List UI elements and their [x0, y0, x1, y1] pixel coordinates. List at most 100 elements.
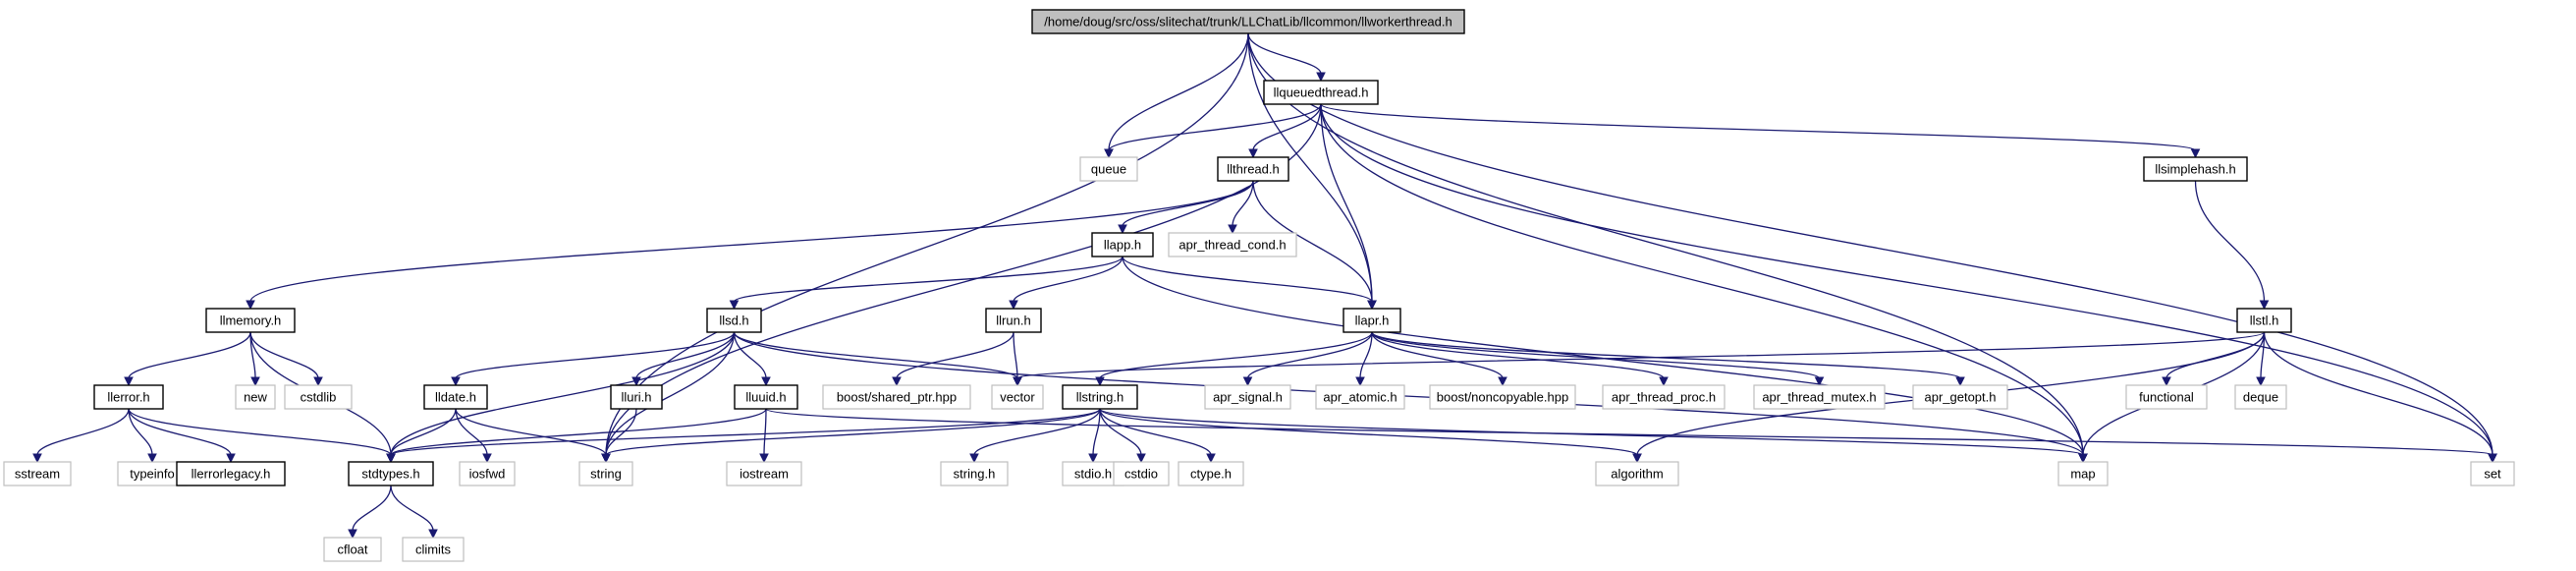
node-label: stdio.h	[1074, 467, 1112, 482]
edge-llrun-to-boost_shared_ptr	[892, 331, 1014, 387]
node-box	[706, 308, 762, 333]
node-box	[940, 461, 1009, 486]
node-box	[1315, 384, 1405, 410]
node-label: string	[590, 467, 622, 482]
node-box	[1343, 308, 1401, 333]
edge-llapr-to-apr_thread_mutex	[1371, 331, 1825, 387]
node-label: vector	[1000, 390, 1035, 405]
node-label: apr_thread_mutex.h	[1762, 390, 1876, 405]
node-box	[2234, 384, 2287, 410]
node-label: algorithm	[1611, 467, 1663, 482]
node-queue: queue	[1079, 156, 1138, 182]
node-llrun[interactable]: llrun.h	[985, 308, 1042, 333]
node-label: llapp.h	[1104, 238, 1141, 253]
edge-llqueuedthread-to-llapr	[1320, 103, 1377, 311]
edges-layer	[32, 32, 2497, 540]
node-apr_atomic: apr_atomic.h	[1315, 384, 1405, 410]
node-ctype_h: ctype.h	[1178, 461, 1244, 486]
node-box	[117, 461, 188, 486]
node-apr_signal: apr_signal.h	[1204, 384, 1291, 410]
node-llstring[interactable]: llstring.h	[1062, 384, 1138, 410]
node-box	[991, 384, 1044, 410]
edge-llthread-to-apr_thread_cond	[1228, 180, 1254, 235]
node-stdtypes[interactable]: stdtypes.h	[348, 461, 434, 486]
node-box	[205, 308, 296, 333]
edge-llsimplehash-to-llstl	[2194, 180, 2270, 311]
node-label: typeinfo	[130, 467, 175, 482]
node-box	[1204, 384, 1291, 410]
node-climits: climits	[402, 537, 465, 562]
edge-llstring-to-stdtypes	[386, 408, 1101, 464]
node-box	[578, 461, 633, 486]
node-box	[1091, 232, 1154, 257]
node-box	[1113, 461, 1170, 486]
node-label: apr_signal.h	[1213, 390, 1283, 405]
node-llstl[interactable]: llstl.h	[2236, 308, 2292, 333]
node-box	[610, 384, 663, 410]
node-llapr[interactable]: llapr.h	[1343, 308, 1401, 333]
node-box	[1263, 80, 1379, 105]
node-label: sstream	[15, 467, 60, 482]
edge-llapp-to-llsd	[729, 256, 1124, 311]
edge-llapr-to-apr_thread_proc	[1371, 331, 1669, 387]
node-llmemory[interactable]: llmemory.h	[205, 308, 296, 333]
node-box	[1079, 156, 1138, 182]
node-lluri[interactable]: lluri.h	[610, 384, 663, 410]
node-llerrorlegacy[interactable]: llerrorlegacy.h	[176, 461, 286, 486]
node-lluuid[interactable]: lluuid.h	[734, 384, 798, 410]
edge-lldate-to-string	[455, 408, 611, 464]
edge-llerror-to-stdtypes	[128, 408, 396, 464]
node-string: string	[578, 461, 633, 486]
edge-llapp-to-llapr	[1122, 256, 1377, 311]
edge-lluuid-to-set	[765, 408, 2497, 464]
node-box	[1178, 461, 1244, 486]
node-llthread[interactable]: llthread.h	[1217, 156, 1289, 182]
node-llqueuedthread[interactable]: llqueuedthread.h	[1263, 80, 1379, 105]
node-label: llsimplehash.h	[2155, 162, 2235, 177]
node-llsimplehash[interactable]: llsimplehash.h	[2143, 156, 2248, 182]
node-label: /home/doug/src/oss/slitechat/trunk/LLCha…	[1044, 15, 1452, 29]
node-iosfwd: iosfwd	[459, 461, 516, 486]
node-box	[1062, 384, 1138, 410]
edge-llstl-to-set	[2263, 331, 2497, 464]
node-label: climits	[415, 542, 452, 557]
node-box	[822, 384, 971, 410]
node-box	[2057, 461, 2109, 486]
node-box	[1912, 384, 2008, 410]
node-label: deque	[2243, 390, 2278, 405]
node-label: cfloat	[337, 542, 367, 557]
node-label: map	[2070, 467, 2095, 482]
node-box	[1753, 384, 1886, 410]
node-box	[423, 384, 488, 410]
node-label: llsd.h	[719, 314, 748, 328]
edge-llqueuedthread-to-llsimplehash	[1320, 103, 2201, 159]
node-label: llstl.h	[2250, 314, 2279, 328]
node-llerror[interactable]: llerror.h	[93, 384, 164, 410]
node-box	[726, 461, 802, 486]
edge-llstring-to-stdio_h	[1088, 408, 1101, 464]
node-llapp[interactable]: llapp.h	[1091, 232, 1154, 257]
node-box	[176, 461, 286, 486]
node-lldate[interactable]: lldate.h	[423, 384, 488, 410]
node-box	[1168, 232, 1297, 257]
node-label: llerrorlegacy.h	[192, 467, 271, 482]
node-root[interactable]: /home/doug/src/oss/slitechat/trunk/LLCha…	[1031, 9, 1465, 34]
edge-llstring-to-cstdio	[1099, 408, 1146, 464]
node-label: llrun.h	[996, 314, 1030, 328]
node-label: set	[2484, 467, 2501, 482]
edge-llqueuedthread-to-queue	[1104, 103, 1322, 159]
node-label: lluri.h	[621, 390, 651, 405]
node-label: lldate.h	[435, 390, 476, 405]
edge-llapr-to-boost_noncopyable	[1371, 331, 1507, 387]
edge-llstl-to-vector	[1013, 331, 2266, 387]
node-deque: deque	[2234, 384, 2287, 410]
node-label: stdtypes.h	[361, 467, 419, 482]
edge-root-to-queue	[1104, 32, 1249, 159]
nodes-layer: /home/doug/src/oss/slitechat/trunk/LLCha…	[3, 9, 2515, 562]
edge-llstring-to-string	[601, 408, 1101, 464]
edge-lldate-to-iosfwd	[455, 408, 492, 464]
edge-llthread-to-llmemory	[246, 180, 1254, 311]
edge-stdtypes-to-climits	[390, 485, 438, 540]
node-llsd[interactable]: llsd.h	[706, 308, 762, 333]
node-box	[284, 384, 353, 410]
